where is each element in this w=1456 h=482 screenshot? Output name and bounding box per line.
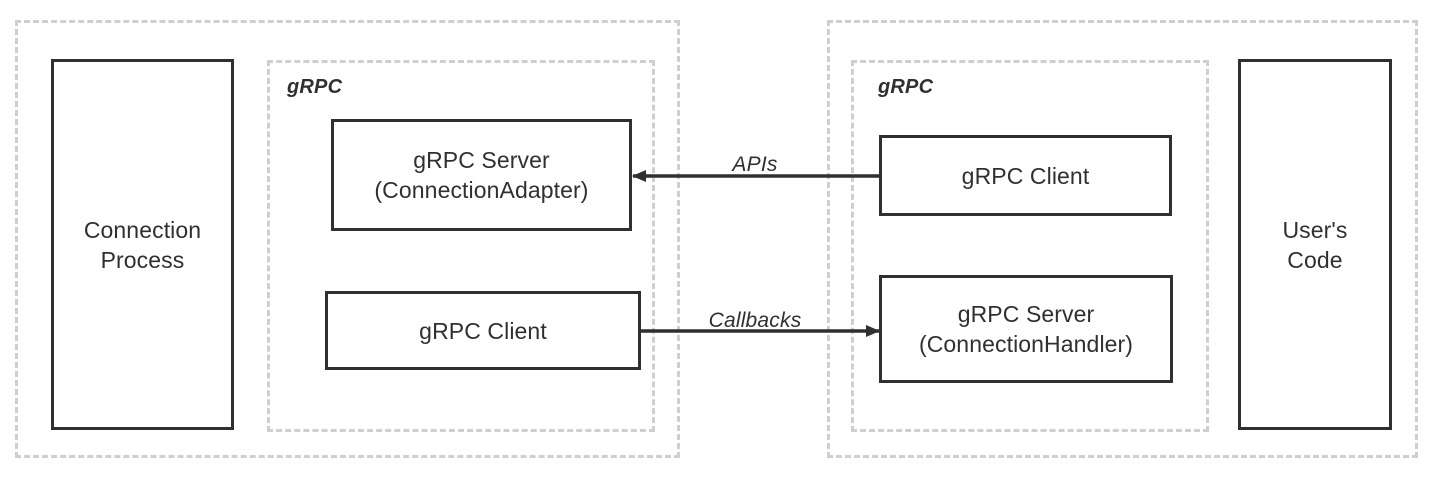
connection-process-container [15, 20, 680, 458]
users-code-box-label: User's Code [1282, 216, 1348, 273]
grpc-client-left-label: gRPC Client [419, 317, 547, 344]
user-code-container [827, 20, 1418, 458]
grpc-group-right-label: gRPC [878, 76, 934, 98]
apis-arrow-label: APIs [732, 153, 778, 176]
grpc-client-left-box: gRPC Client [325, 291, 641, 370]
grpc-server-connection-handler-label: gRPC Server (ConnectionHandler) [918, 301, 1134, 357]
grpc-client-right-box: gRPC Client [879, 135, 1172, 216]
grpc-group-left-label: gRPC [287, 76, 343, 98]
connection-process-box-label: Connection Process [83, 216, 202, 273]
grpc-group-right [851, 60, 1209, 432]
grpc-group-left [267, 60, 655, 432]
callbacks-arrow-label: Callbacks [708, 309, 802, 332]
grpc-server-connection-adapter-label: gRPC Server (ConnectionAdapter) [374, 147, 589, 203]
grpc-server-connection-adapter-box: gRPC Server (ConnectionAdapter) [331, 119, 632, 231]
connection-process-box: Connection Process [51, 59, 234, 430]
users-code-box: User's Code [1238, 59, 1392, 430]
grpc-client-right-label: gRPC Client [961, 162, 1090, 189]
grpc-server-connection-handler-box: gRPC Server (ConnectionHandler) [879, 275, 1173, 383]
